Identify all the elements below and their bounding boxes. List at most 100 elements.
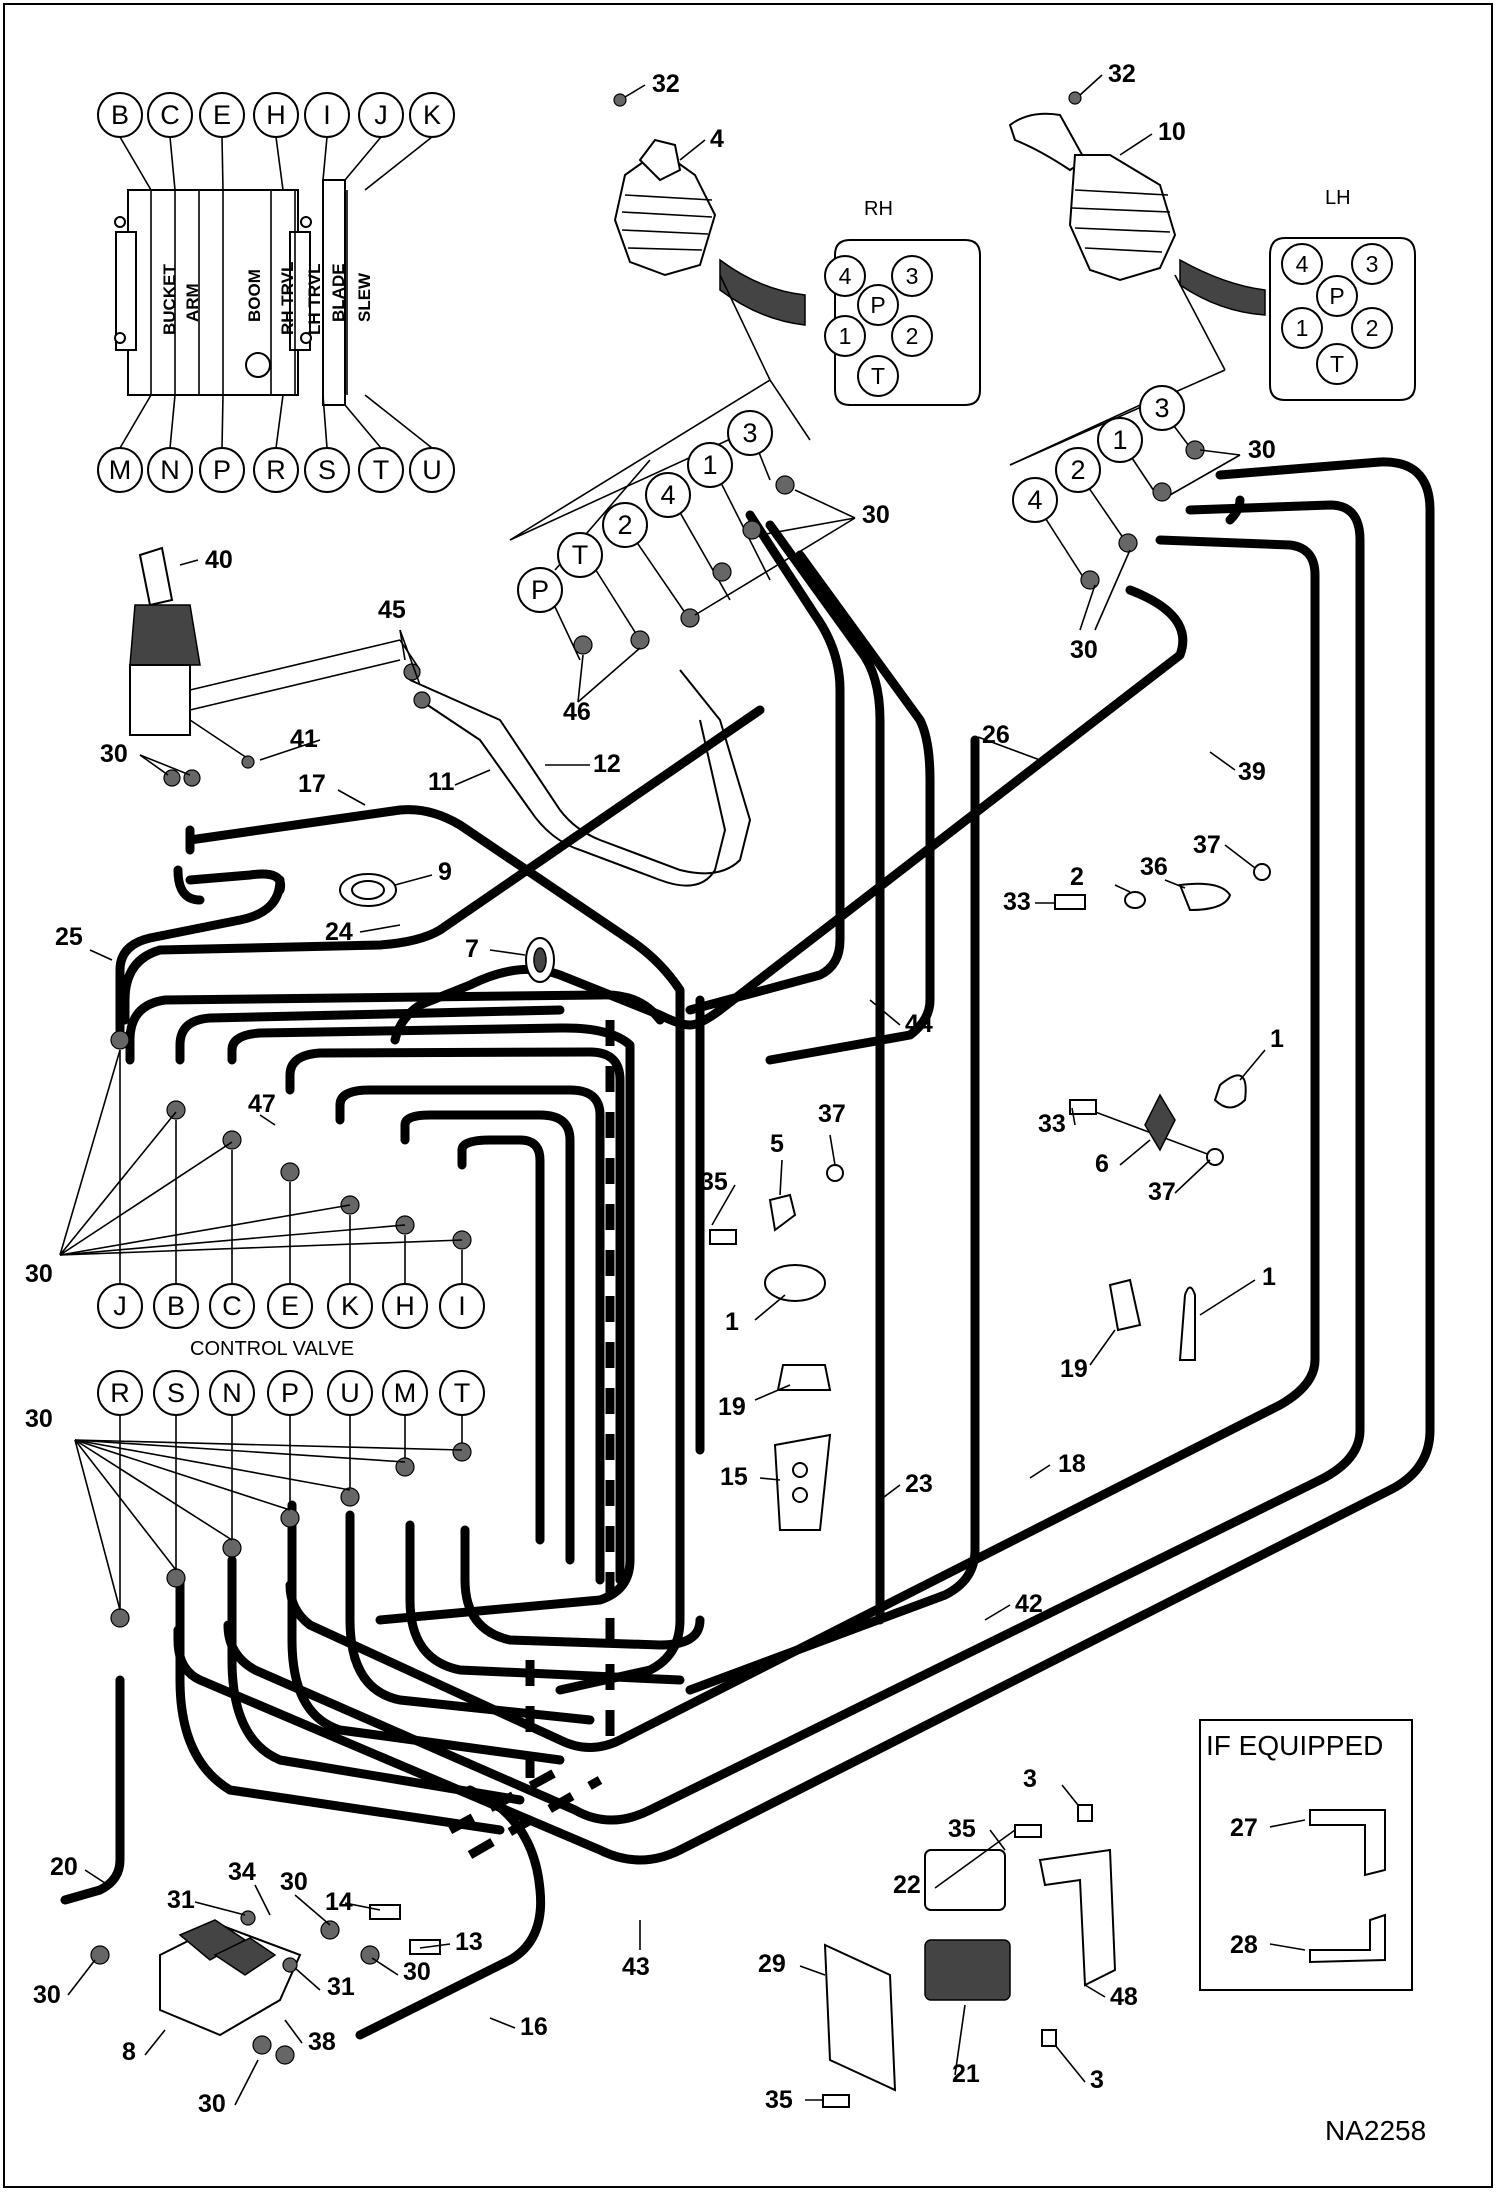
pilot-valve-40 [129, 546, 752, 905]
valve-port-top: H [266, 100, 286, 130]
rh-joystick: 4 3 P 1 2 T RH P T 2 4 1 3 [509, 93, 981, 661]
callout-label: 17 [298, 770, 326, 798]
callout-label: 16 [520, 2013, 548, 2041]
valve-upper-row-port: C [222, 1291, 242, 1321]
valve-port-top: B [111, 100, 129, 130]
lh-hose-tag: 1 [1112, 425, 1127, 455]
section-label: RH TRVL [278, 262, 297, 335]
rh-hose-tag: P [531, 575, 549, 605]
valve-port-top: C [160, 100, 180, 130]
valve-lower-row-port: N [222, 1378, 242, 1408]
callout-label: 30 [100, 740, 128, 768]
callout-label: 30 [403, 1958, 431, 1986]
callout-label: 30 [33, 1981, 61, 2009]
rh-connector-port: 3 [906, 263, 919, 289]
callout-label: 37 [818, 1100, 846, 1128]
callout-label: 45 [378, 596, 406, 624]
callout-label: 33 [1038, 1110, 1066, 1138]
valve-lower-row-port: R [110, 1378, 130, 1408]
callout-label: 44 [905, 1010, 933, 1038]
callout-label: 23 [905, 1470, 933, 1498]
callout-label: 7 [465, 935, 479, 963]
rh-connector-port: 1 [839, 323, 852, 349]
if-equipped-box: IF EQUIPPED 27 28 [1199, 1719, 1413, 1991]
valve-port-top: K [423, 100, 441, 130]
callout-label: 2 [1070, 863, 1084, 891]
callout-label: 33 [1003, 888, 1031, 916]
callout-label: 3 [1090, 2066, 1104, 2094]
callout-label: 26 [982, 721, 1010, 749]
rh-connector-port: T [871, 363, 885, 389]
lh-joystick: 4 3 P 1 2 T LH 4 2 1 3 [1008, 91, 1416, 590]
hose-bundle [60, 457, 1435, 2040]
callout-label: 12 [593, 750, 621, 778]
valve-lower-row-port: M [394, 1378, 417, 1408]
rh-hose-tag: 4 [660, 480, 675, 510]
section-label: LH TRVL [305, 264, 324, 335]
lh-connector-port: 4 [1296, 251, 1309, 277]
callout-label: 6 [1095, 1150, 1109, 1178]
valve-port-bottom: P [213, 455, 231, 485]
callout-label: 24 [325, 918, 353, 946]
valve-port-bottom: U [422, 455, 442, 485]
lh-connector-port: 1 [1296, 315, 1309, 341]
callout-label: 30 [25, 1260, 53, 1288]
section-label: SLEW [355, 272, 374, 322]
lh-connector-port: T [1330, 351, 1344, 377]
diagram-code: NA2258 [1325, 2115, 1426, 2146]
rh-side-label: RH [864, 198, 893, 220]
lh-connector-port: P [1329, 283, 1344, 309]
callout-label: 35 [765, 2086, 793, 2114]
valve-upper-row-port: I [458, 1291, 466, 1321]
valve-port-bottom: N [160, 455, 180, 485]
valve-upper-row-port: B [167, 1291, 185, 1321]
callout-label: 10 [1158, 118, 1186, 146]
callout-label: 30 [198, 2090, 226, 2118]
control-valve-caption: CONTROL VALVE [190, 1338, 354, 1360]
callout-27: 27 [1230, 1814, 1258, 1842]
lh-side-label: LH [1325, 187, 1351, 209]
callout-label: 18 [1058, 1450, 1086, 1478]
callout-label: 25 [55, 923, 83, 951]
rh-hose-tag: T [572, 540, 589, 570]
valve-lower-row-port: U [340, 1378, 360, 1408]
rh-hose-tag: 1 [702, 450, 717, 480]
callout-label: 34 [228, 1858, 256, 1886]
rh-hose-tag: 2 [617, 510, 632, 540]
callout-label: 39 [1238, 758, 1266, 786]
callout-labels: 32 4 10 32 30 30 30 40 45 46 41 30 17 11… [25, 60, 1284, 2118]
control-valve-port-rows: J B C E K H I CONTROL VALVE R S N P U M … [59, 1030, 485, 1628]
rh-hose-tag: 3 [742, 418, 757, 448]
rh-connector-port: 2 [906, 323, 919, 349]
rh-connector-port: P [870, 292, 885, 318]
callout-label: 42 [1015, 1590, 1043, 1618]
callout-label: 30 [1248, 436, 1276, 464]
callout-label: 19 [718, 1393, 746, 1421]
callout-label: 30 [25, 1405, 53, 1433]
callout-label: 4 [710, 125, 724, 153]
control-valve-body [127, 189, 299, 396]
valve-lower-row-port: T [454, 1378, 471, 1408]
valve-port-bottom: R [266, 455, 286, 485]
callout-label: 9 [438, 858, 452, 886]
section-label: BOOM [245, 269, 264, 322]
callout-label: 1 [725, 1308, 739, 1336]
callout-label: 22 [893, 1871, 921, 1899]
callout-label: 48 [1110, 1983, 1138, 2011]
callout-label: 5 [770, 1130, 784, 1158]
callout-label: 40 [205, 546, 233, 574]
callout-label: 13 [455, 1928, 483, 1956]
lh-connector-port: 2 [1366, 315, 1379, 341]
callout-label: 32 [1108, 60, 1136, 88]
callout-label: 30 [280, 1868, 308, 1896]
if-equipped-title: IF EQUIPPED [1206, 1730, 1383, 1761]
valve-upper-row-port: E [281, 1291, 299, 1321]
valve-upper-row-port: H [395, 1291, 415, 1321]
callout-label: 31 [327, 1973, 355, 2001]
valve-port-bottom: M [109, 455, 132, 485]
callout-label: 15 [720, 1463, 748, 1491]
callout-label: 3 [1023, 1765, 1037, 1793]
callout-label: 47 [248, 1090, 276, 1118]
callout-label: 31 [167, 1886, 195, 1914]
